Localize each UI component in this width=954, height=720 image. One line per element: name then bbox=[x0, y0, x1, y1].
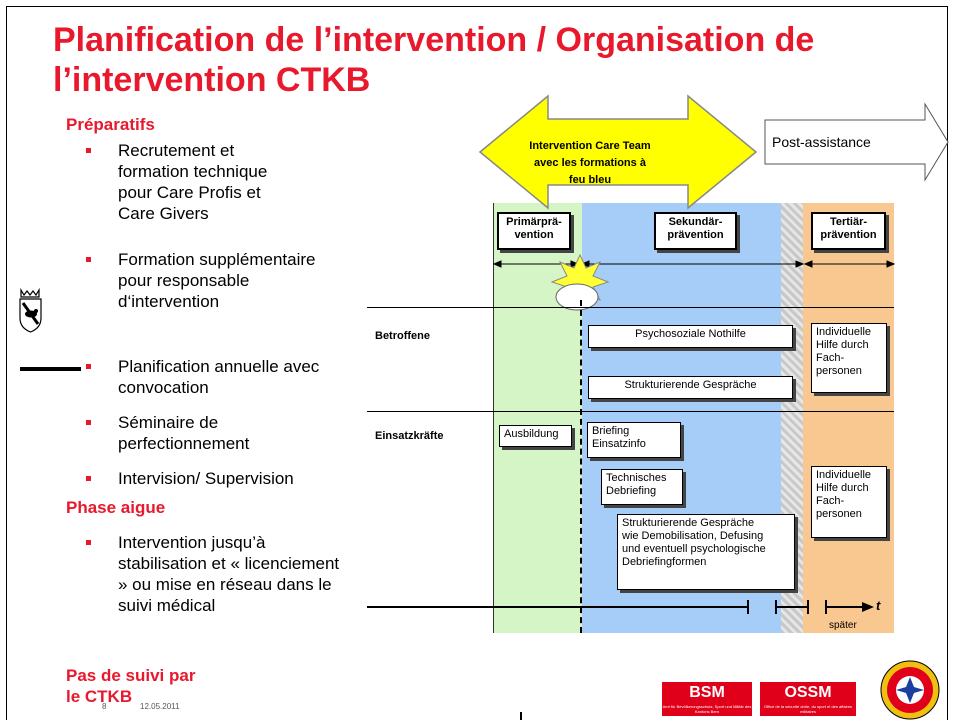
bullet-seminaire: Séminaire de perfectionnement bbox=[118, 413, 250, 453]
psychosoziale-nothilfe-box: Psychosoziale Nothilfe bbox=[588, 325, 793, 348]
row-separator bbox=[367, 307, 894, 308]
page-number: 8 bbox=[102, 702, 107, 711]
timeline-arrowhead bbox=[862, 602, 874, 612]
phase-span-arrows bbox=[492, 260, 896, 268]
intervention-double-arrow bbox=[478, 94, 758, 210]
bsm-badge-logo: BSM Amt für Bevölkerungsschutz, Sport un… bbox=[662, 682, 752, 716]
phase-tertiar-box: Tertiär- prävention bbox=[811, 212, 886, 250]
slide-frame bbox=[6, 6, 948, 720]
arrow-text-line-1: Intervention Care Team bbox=[529, 140, 651, 152]
title-line-1: Planification de l’intervention / Organi… bbox=[53, 21, 815, 59]
post-assistance-label: Post-assistance bbox=[772, 134, 871, 150]
bullet-formation: Formation supplémentaire pour responsabl… bbox=[118, 250, 316, 311]
row-separator bbox=[367, 411, 894, 412]
arrow-text-line-2: avec les formations à bbox=[534, 157, 646, 169]
row-label-betroffene: Betroffene bbox=[375, 330, 431, 342]
decorative-bar bbox=[20, 367, 81, 371]
ossm-badge-text: OSSM bbox=[784, 684, 832, 701]
section-pas-de-suivi-2: le CTKB bbox=[66, 687, 133, 706]
explosion-burst-icon bbox=[550, 253, 610, 311]
bsm-badge-text: BSM bbox=[689, 684, 725, 701]
timeline bbox=[367, 600, 866, 614]
spater-label: später bbox=[829, 620, 857, 631]
intervention-care-team-label: Intervention Care Team avec les formatio… bbox=[524, 138, 656, 189]
section-pas-de-suivi-1: Pas de suivi par bbox=[66, 666, 196, 685]
bullet-planification: Planification annuelle avec convocation bbox=[118, 357, 320, 397]
strukturierende-gesprache-box: Strukturierende Gespräche bbox=[588, 376, 793, 399]
slide-title: Planification de l’intervention / Organi… bbox=[53, 20, 933, 100]
phase-sekundar-box: Sekundär- prävention bbox=[654, 212, 737, 250]
individuelle-hilfe-box-2: Individuelle Hilfe durch Fach- personen bbox=[811, 466, 887, 538]
bern-coat-of-arms-logo bbox=[19, 288, 42, 333]
zone-left-border bbox=[493, 203, 494, 633]
bullet-intervention: Intervention jusqu’à stabilisation et « … bbox=[118, 533, 340, 615]
ossm-badge-logo: OSSM Office de la sécurité civile, du sp… bbox=[760, 682, 856, 716]
technisches-debriefing-box: Technisches Debriefing bbox=[601, 469, 683, 505]
ossm-badge-subtext: Office de la sécurité civile, du sport e… bbox=[763, 704, 853, 714]
briefing-box: Briefing Einsatzinfo bbox=[587, 422, 681, 458]
section-phase-aigue: Phase aigue bbox=[66, 498, 166, 517]
title-line-2: l’intervention CTKB bbox=[53, 61, 371, 99]
timeline-t-label: t bbox=[876, 598, 881, 613]
bullet-marker bbox=[86, 364, 91, 369]
footer-date: 12.05.2011 bbox=[140, 702, 180, 711]
event-dashed-line bbox=[580, 300, 582, 633]
arrow-text-line-3: feu bleu bbox=[568, 174, 612, 186]
bullet-marker bbox=[86, 540, 91, 545]
phase-primar-box: Primärprä- vention bbox=[497, 212, 571, 250]
bullet-marker bbox=[86, 257, 91, 262]
bullet-marker bbox=[86, 420, 91, 425]
bullet-intervision: Intervision/ Supervision bbox=[118, 469, 294, 488]
bullet-marker bbox=[86, 148, 91, 153]
tertiary-prevention-zone bbox=[803, 203, 894, 633]
strukturierende-gesprache-2-box: Strukturierende Gespräche wie Demobilisa… bbox=[617, 514, 795, 590]
row-label-einsatzkrafte: Einsatzkräfte bbox=[375, 430, 444, 442]
post-assistance-arrow bbox=[764, 102, 949, 182]
individuelle-hilfe-box-1: Individuelle Hilfe durch Fach- personen bbox=[811, 323, 887, 393]
bullet-recrutement: Recrutement et formation technique pour … bbox=[118, 141, 268, 223]
bsm-badge-subtext: Amt für Bevölkerungsschutz, Sport und Mi… bbox=[662, 704, 752, 714]
decorative-tick bbox=[520, 712, 522, 720]
bullet-marker bbox=[86, 476, 91, 481]
ausbildung-box: Ausbildung bbox=[499, 425, 572, 447]
care-team-kanton-bern-logo bbox=[880, 660, 940, 720]
section-preparatifs: Préparatifs bbox=[66, 115, 155, 134]
